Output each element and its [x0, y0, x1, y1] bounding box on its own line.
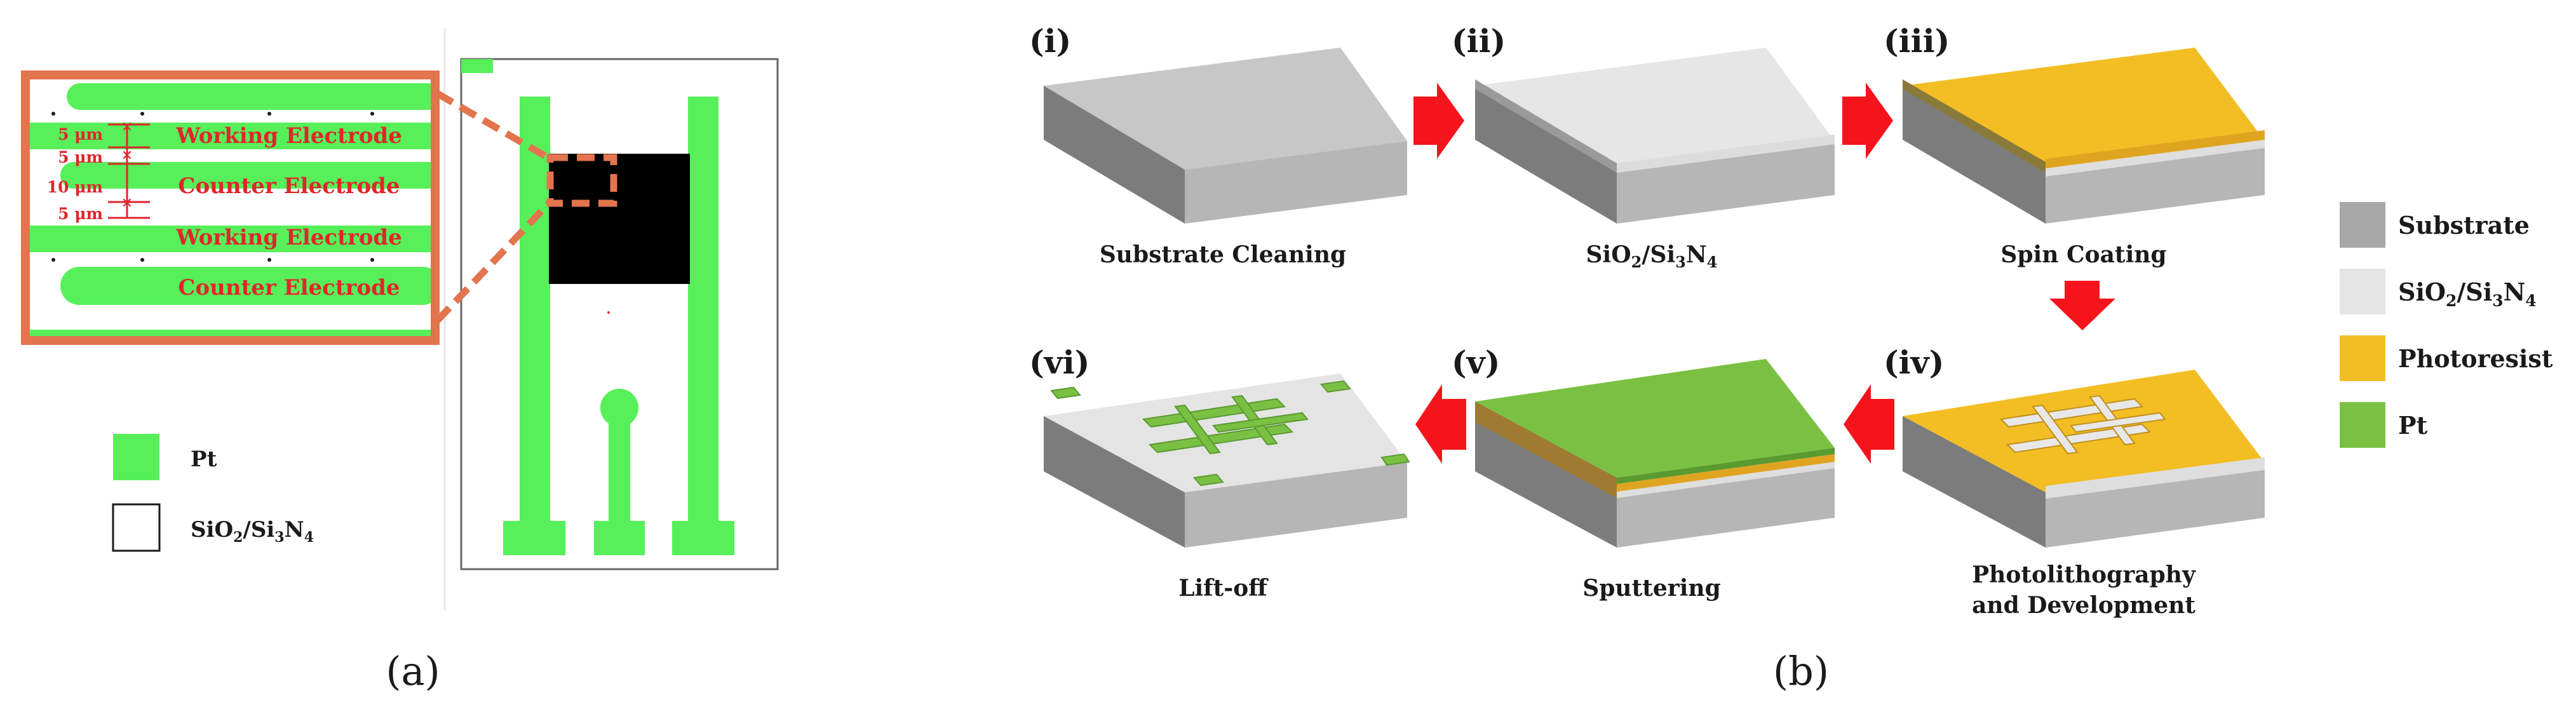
arrow-iii-iv	[2049, 281, 2115, 330]
electrode-label-3: Working Electrode	[175, 225, 402, 250]
electrode-label-1: Working Electrode	[175, 123, 402, 149]
step-1-block	[1044, 48, 1407, 224]
right-pad	[672, 521, 734, 555]
step-4-label-line-1: Photolithography	[1972, 562, 2196, 588]
zoom-line-top	[435, 90, 552, 162]
dot-marker	[607, 311, 610, 314]
step-4-label-line-2: and Development	[1972, 592, 2195, 619]
electrode-label-4: Counter Electrode	[178, 275, 400, 300]
left-pad	[503, 521, 565, 555]
legend-substrate-swatch	[2340, 202, 2385, 248]
step-5-label: Sputtering	[1582, 575, 1721, 602]
zoom-region-marker	[546, 154, 617, 207]
step-2-number: (ii)	[1452, 22, 1506, 60]
step-2-block	[1475, 48, 1835, 224]
legend-oxide-label: SiO2/Si3N4	[191, 517, 314, 546]
step-6-number: (vi)	[1029, 344, 1089, 381]
electrode-label-2: Counter Electrode	[178, 173, 400, 199]
arrow-iv-v	[1844, 384, 1894, 464]
step-3-block	[1903, 48, 2265, 224]
electrode-area	[549, 154, 690, 284]
legend-oxide-swatch	[112, 503, 161, 552]
legend-photoresist-swatch	[2340, 335, 2385, 381]
dimension-markers: ✕ ✕ ✕	[108, 119, 150, 219]
svg-text:✕: ✕	[121, 119, 133, 135]
reference-disc	[600, 389, 638, 427]
arrow-i-ii	[1413, 83, 1464, 159]
step-6-block	[1044, 374, 1410, 548]
legend-oxide-label-b: SiO2/Si3N4	[2398, 278, 2537, 310]
zoom-frame	[21, 71, 440, 345]
step-4-number: (iv)	[1884, 344, 1944, 381]
step-6-label: Lift-off	[1178, 575, 1269, 602]
dim-label-4: 5 μm	[58, 205, 103, 223]
layout-outline	[460, 58, 779, 570]
arrow-v-vi	[1415, 384, 1466, 464]
legend-pt-label-b: Pt	[2398, 411, 2428, 440]
legend-photoresist-label: Photoresist	[2398, 344, 2553, 373]
zoom-line-bottom	[435, 199, 553, 323]
dim-label-2: 5 μm	[58, 148, 103, 166]
step-5-number: (v)	[1452, 344, 1500, 381]
arrow-ii-iii	[1842, 83, 1893, 159]
step-1-label: Substrate Cleaning	[1100, 241, 1346, 268]
right-trace	[688, 97, 718, 521]
step-4-block	[1903, 370, 2265, 548]
panel-a: Working Electrode Counter Electrode Work…	[21, 29, 779, 694]
step-2-label: SiO2/Si3N4	[1586, 241, 1718, 271]
step-1-number: (i)	[1029, 22, 1071, 60]
middle-trace	[609, 419, 630, 522]
dim-label-3: 10 μm	[47, 178, 103, 196]
legend-pt-swatch-b	[2340, 402, 2385, 448]
legend-pt-swatch	[113, 434, 159, 480]
svg-text:✕: ✕	[121, 148, 133, 164]
zoom-content	[29, 77, 432, 337]
step-3-label: Spin Coating	[2000, 241, 2166, 268]
svg-text:✕: ✕	[121, 196, 133, 212]
left-trace	[520, 97, 550, 521]
caption-a: (a)	[386, 648, 440, 694]
legend-pt-label: Pt	[191, 447, 217, 472]
legend-substrate-label: Substrate	[2398, 211, 2530, 239]
dim-label-1: 5 μm	[58, 125, 103, 144]
step-3-number: (iii)	[1884, 22, 1950, 60]
corner-mark	[461, 59, 493, 73]
step-5-block	[1475, 359, 1835, 548]
caption-b: (b)	[1773, 648, 1829, 694]
middle-pad	[594, 521, 645, 555]
panel-b: (i) (ii) (iii) (iv) (v) (vi) Substrate C…	[1029, 22, 2553, 694]
legend-oxide-swatch-b	[2340, 269, 2385, 314]
